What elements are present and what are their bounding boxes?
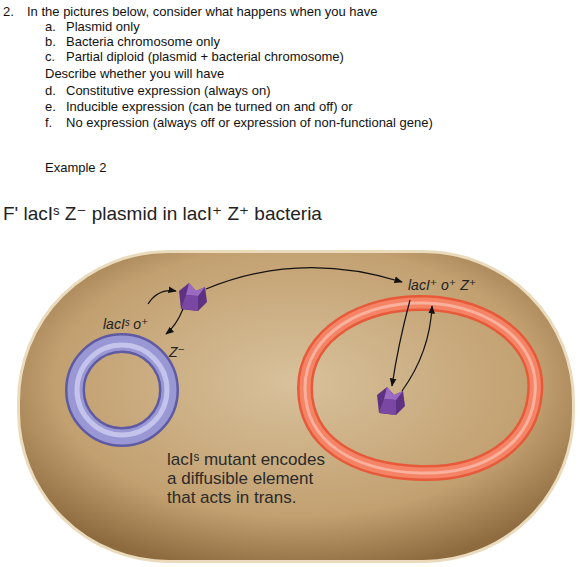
question-text: d. bbox=[45, 83, 56, 98]
chromosome-loop bbox=[305, 303, 535, 473]
chromosome: lacI⁺ o⁺ Z⁺ bbox=[285, 293, 550, 483]
bacterial-cell: lacIˢ mutant encodes a diffusible elemen… bbox=[17, 250, 575, 563]
plasmid-ring bbox=[77, 345, 167, 435]
example-heading: Example 2 bbox=[45, 160, 106, 175]
gene-label: lacIˢ o⁺ bbox=[103, 316, 148, 332]
question-text: a. bbox=[45, 19, 56, 34]
chromosome-shape bbox=[285, 293, 550, 483]
question-text: Describe whether you will have bbox=[45, 66, 224, 81]
bacterial-cell-shape bbox=[17, 250, 575, 563]
question-text: Constitutive expression (always on) bbox=[66, 83, 270, 98]
cell-note: lacIˢ mutant encodes a diffusible elemen… bbox=[167, 450, 339, 507]
chromosome-loop bbox=[305, 303, 535, 473]
question-text: f. bbox=[45, 115, 52, 130]
gene-label: lacI⁺ o⁺ Z⁺ bbox=[408, 277, 476, 293]
gene-label: Z⁻ bbox=[169, 344, 185, 360]
question-text: Plasmid only bbox=[66, 19, 140, 34]
chromosome-loop bbox=[305, 303, 535, 473]
question-text: Inducible expression (can be turned on a… bbox=[66, 99, 353, 114]
plasmid-ring bbox=[75, 343, 169, 437]
cell-outline bbox=[19, 252, 574, 562]
question-text: No expression (always off or expression … bbox=[66, 115, 433, 130]
plasmid-ring bbox=[75, 343, 169, 437]
plasmid: lacIˢ o⁺Z⁻ bbox=[66, 334, 178, 446]
plasmid-shape bbox=[66, 334, 178, 446]
question-text: e. bbox=[45, 99, 56, 114]
question-text: In the pictures below, consider what hap… bbox=[27, 4, 378, 19]
question-text: c. bbox=[45, 49, 55, 64]
question-text: Bacteria chromosome only bbox=[66, 34, 220, 49]
question-text: Partial diploid (plasmid + bacterial chr… bbox=[66, 49, 344, 64]
diagram-title: F' lacIˢ Z⁻ plasmid in lacI⁺ Z⁺ bacteria bbox=[3, 203, 322, 225]
question-text: 2. bbox=[3, 4, 14, 19]
question-text: b. bbox=[45, 34, 56, 49]
